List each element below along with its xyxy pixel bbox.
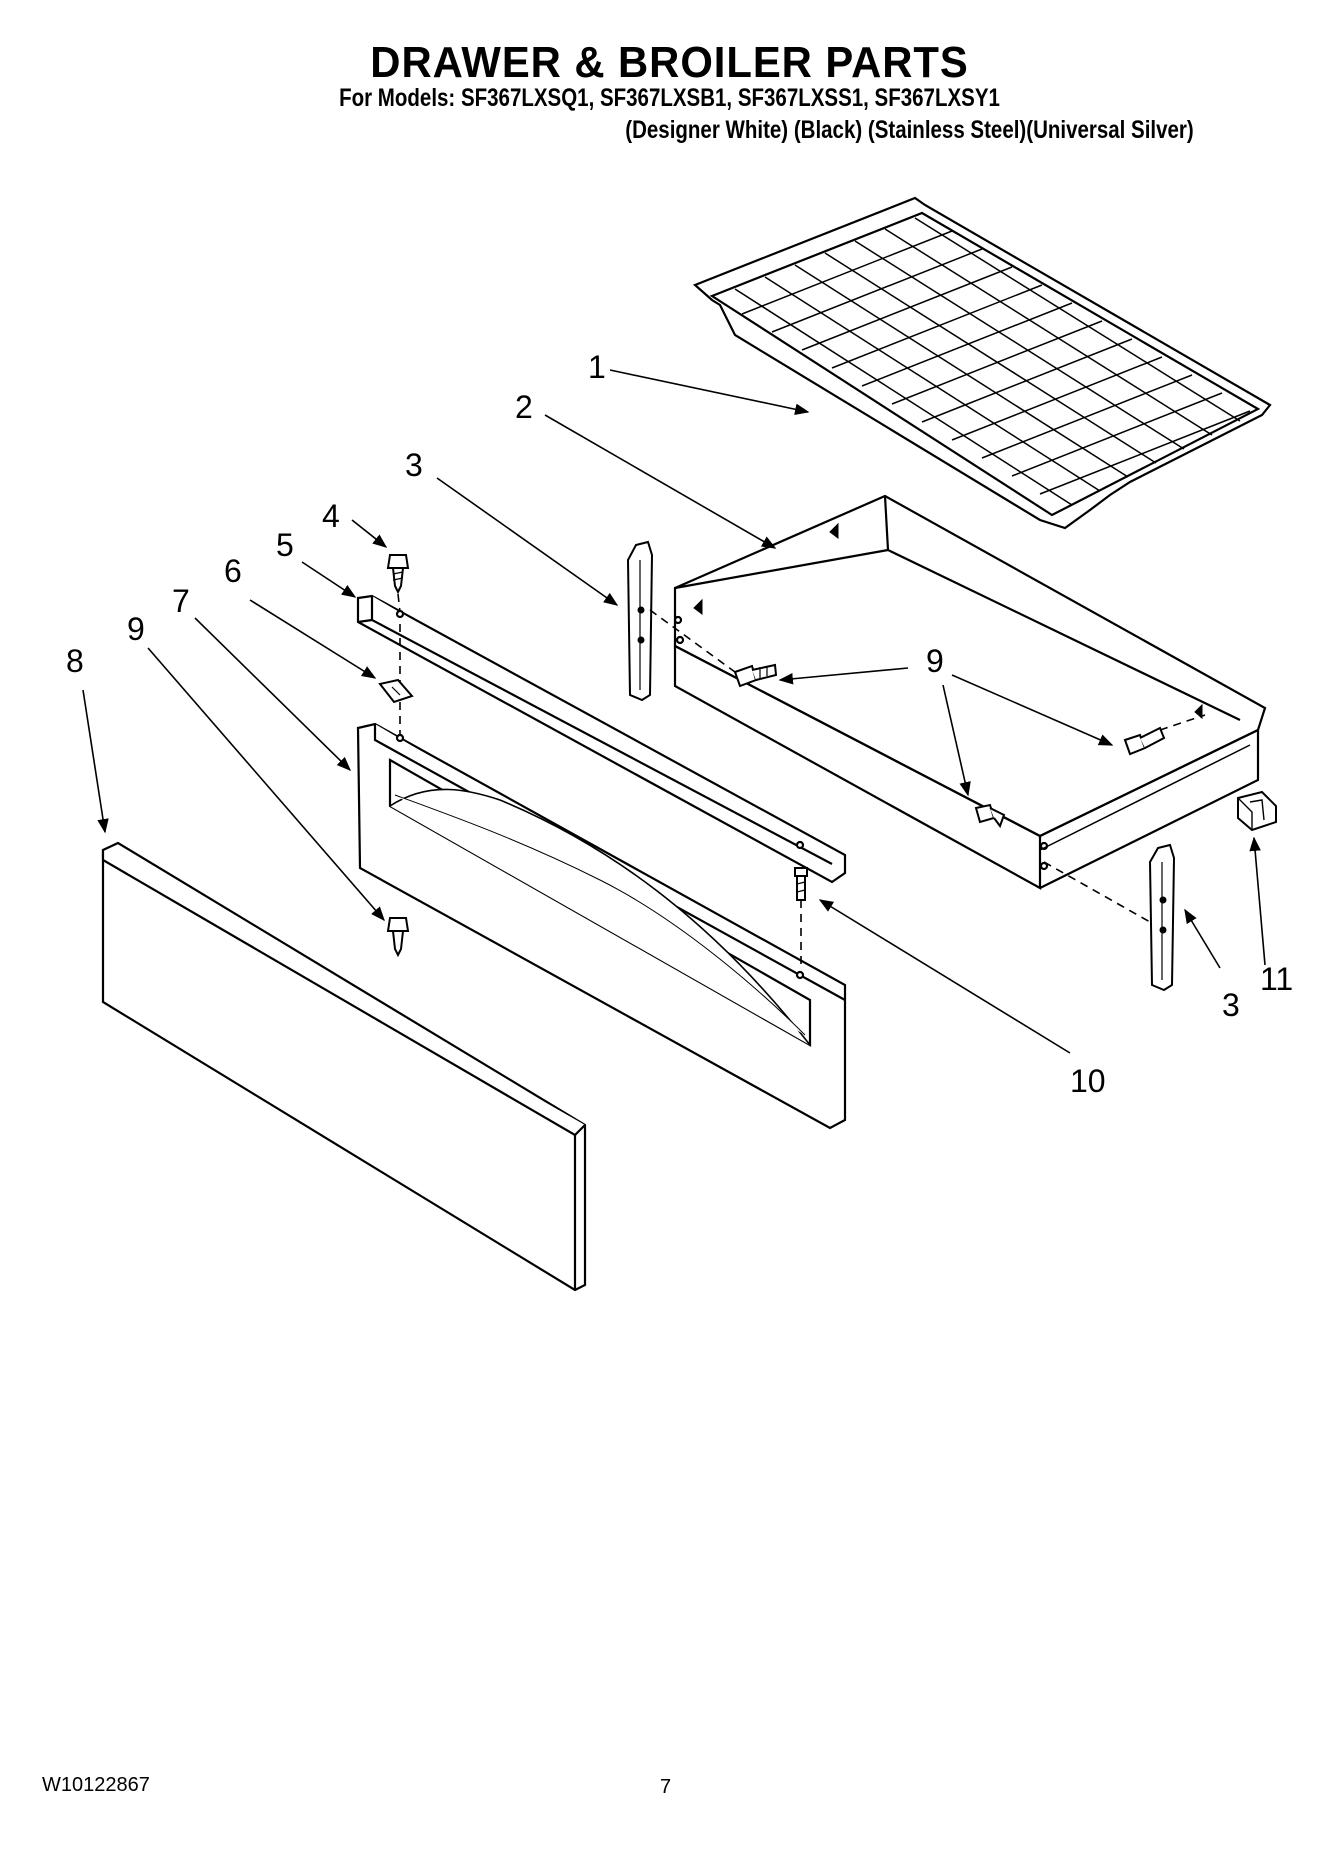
clip-part-6 [378, 678, 414, 704]
callout-8: 8 [66, 643, 84, 679]
document-number: W10122867 [42, 1774, 150, 1796]
page-title: DRAWER & BROILER PARTS [370, 38, 969, 87]
drawer-body [673, 494, 1267, 890]
callout-2: 2 [515, 389, 533, 425]
handle-support-bar [356, 594, 847, 884]
screw-part-9-d [386, 917, 410, 958]
callout-3-left: 3 [405, 447, 423, 483]
callout-7: 7 [172, 583, 190, 619]
assembly-lines [397, 593, 1206, 970]
callout-10: 10 [1070, 1063, 1106, 1099]
screw-part-9-c [974, 803, 1006, 829]
callout-4: 4 [322, 498, 340, 534]
callout-9-right: 9 [926, 643, 944, 679]
drawer-front-panel [356, 722, 847, 1130]
page-number: 7 [660, 1776, 672, 1798]
callout-6: 6 [224, 553, 242, 589]
stud-part-10 [794, 867, 808, 901]
drawer-slide-right [1148, 843, 1176, 992]
callout-3-right: 3 [1222, 987, 1240, 1023]
screw-part-9-a [733, 663, 778, 688]
callout-5: 5 [276, 527, 294, 563]
outer-drawer-panel [101, 841, 587, 1292]
drawer-slide-left [626, 540, 654, 702]
finish-list: (Designer White) (Black) (Stainless Stee… [625, 116, 1194, 144]
callout-9-left: 9 [127, 611, 145, 647]
callout-11: 11 [1260, 961, 1293, 997]
bracket-part-11 [1237, 790, 1277, 832]
callout-1: 1 [588, 349, 606, 385]
model-list: For Models: SF367LXSQ1, SF367LXSB1, SF36… [339, 84, 1000, 112]
screw-part-4 [386, 554, 410, 595]
broiler-rack [692, 196, 1272, 530]
screw-part-9-b [1123, 726, 1166, 756]
leader-lines [82, 369, 1266, 1054]
